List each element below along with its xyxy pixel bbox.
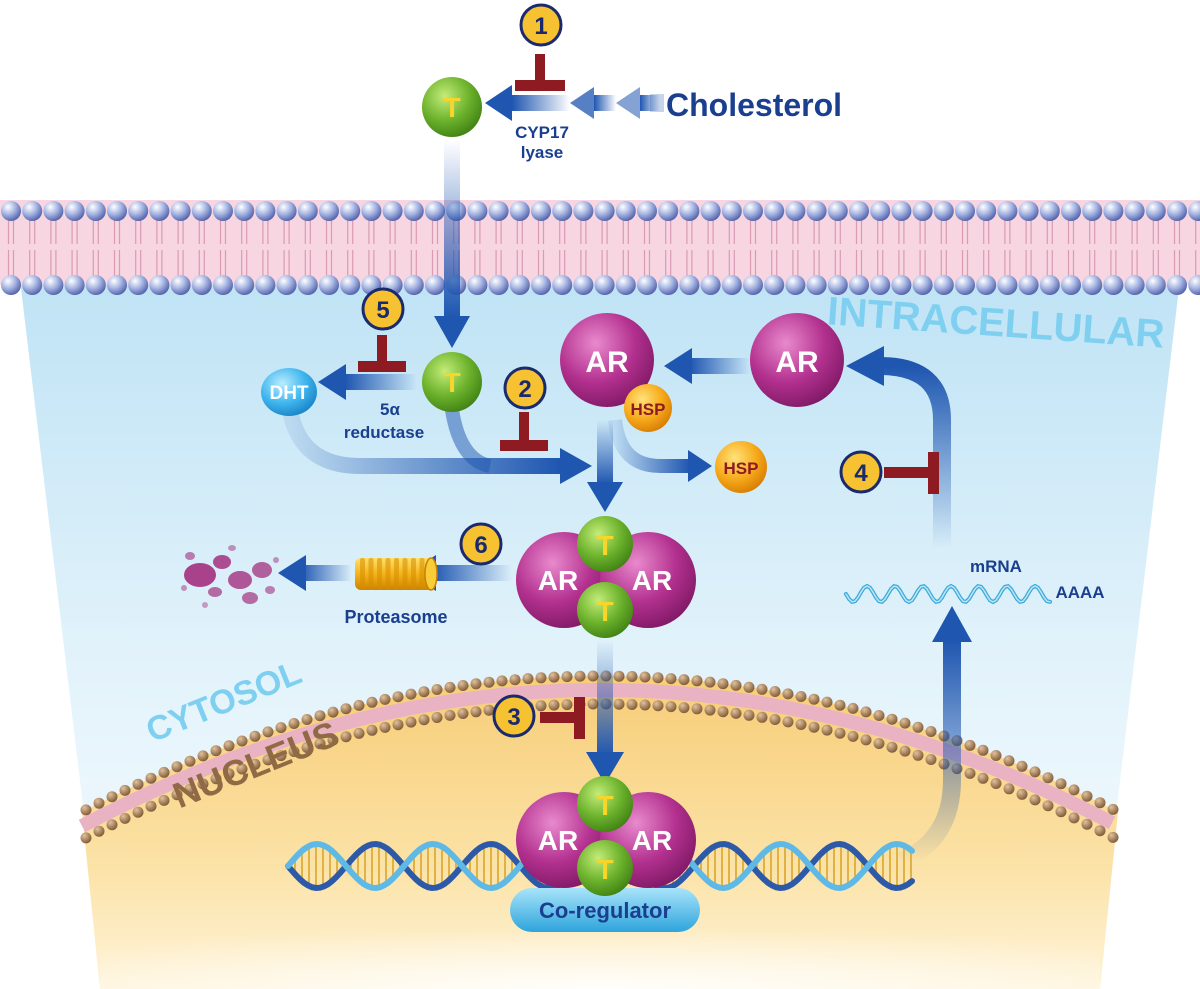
proteasome-label: Proteasome: [344, 607, 447, 627]
co-regulator: Co-regulator: [510, 888, 700, 932]
step-badge-3: 3: [492, 694, 536, 738]
testosterone-molecule-cytosol: T: [422, 352, 482, 412]
step-number: 5: [376, 297, 389, 324]
released-hsp: HSP: [715, 441, 767, 493]
step-number: 2: [518, 376, 531, 403]
testosterone-label: T: [596, 854, 613, 885]
dht-molecule: DHT: [261, 368, 317, 416]
testosterone-molecule-extracellular: T: [422, 77, 482, 137]
proteasome: [355, 557, 438, 591]
mrna-strand: [844, 583, 1052, 605]
step-badge-5: 5: [361, 287, 405, 331]
ar-to-hsp-complex-arrow: [664, 348, 750, 384]
testosterone-to-dht-arrow: [318, 364, 417, 400]
nuclear-translocation-arrow: [586, 640, 624, 784]
step-number: 4: [854, 460, 868, 487]
androgen-receptor-label: AR: [538, 825, 578, 856]
co-regulator-label: Co-regulator: [539, 898, 671, 923]
step-number: 3: [507, 704, 520, 731]
ar-dimer-cytosol: AR AR T T: [516, 516, 696, 638]
androgen-receptor-newly-synthesized: AR: [750, 313, 844, 407]
testosterone-entry-arrow: [434, 140, 470, 348]
5-alpha-label: 5α: [380, 400, 400, 419]
androgen-receptor-label: AR: [775, 346, 819, 379]
translation-arrow: [846, 346, 951, 548]
reductase-label: reductase: [344, 423, 424, 442]
androgen-receptor-label: AR: [632, 565, 672, 596]
step-number: 1: [534, 13, 547, 40]
plasma-membrane: [0, 200, 1200, 295]
ar-dimer-nuclear: AR AR T T: [516, 776, 696, 896]
testosterone-label: T: [443, 92, 460, 123]
ar-hsp-complex: AR HSP: [560, 313, 672, 432]
degraded-protein-fragments: [181, 545, 279, 608]
step-number: 6: [474, 532, 487, 559]
inhibitor-step-3: [540, 697, 585, 739]
hsp-label: HSP: [631, 400, 666, 419]
hsp-label: HSP: [724, 459, 759, 478]
step-badge-6: 6: [459, 522, 503, 566]
step-badge-4: 4: [839, 450, 883, 494]
androgen-receptor-label: AR: [585, 346, 629, 379]
ar-dimerization-arrow: [587, 420, 623, 512]
inhibitor-step-5: [358, 335, 406, 372]
androgen-receptor-label: AR: [538, 565, 578, 596]
androgen-receptor-label: AR: [632, 825, 672, 856]
step-badge-1: 1: [519, 3, 563, 47]
proteasome-to-degradation-arrow: [278, 555, 352, 591]
testosterone-label: T: [443, 367, 460, 398]
hsp-release-arrow: [608, 418, 712, 482]
testosterone-label: T: [596, 790, 613, 821]
dht-label: DHT: [269, 383, 308, 404]
mrna-label: mRNA: [970, 557, 1022, 576]
inhibitor-step-4: [884, 452, 939, 494]
poly-a-tail-label: AAAA: [1055, 583, 1104, 602]
androgen-binding-arrow: [282, 408, 592, 484]
inhibitor-step-2: [500, 412, 548, 451]
testosterone-label: T: [596, 530, 613, 561]
cholesterol-label: Cholesterol: [666, 87, 842, 123]
cyp17-label: CYP17: [515, 123, 569, 142]
cholesterol-to-testosterone-arrow: [485, 85, 664, 121]
inhibitor-step-1: [515, 54, 565, 91]
nucleus-bottom-glow: [100, 900, 1100, 989]
testosterone-label: T: [596, 596, 613, 627]
step-badge-2: 2: [503, 366, 547, 410]
lyase-label: lyase: [521, 143, 564, 162]
